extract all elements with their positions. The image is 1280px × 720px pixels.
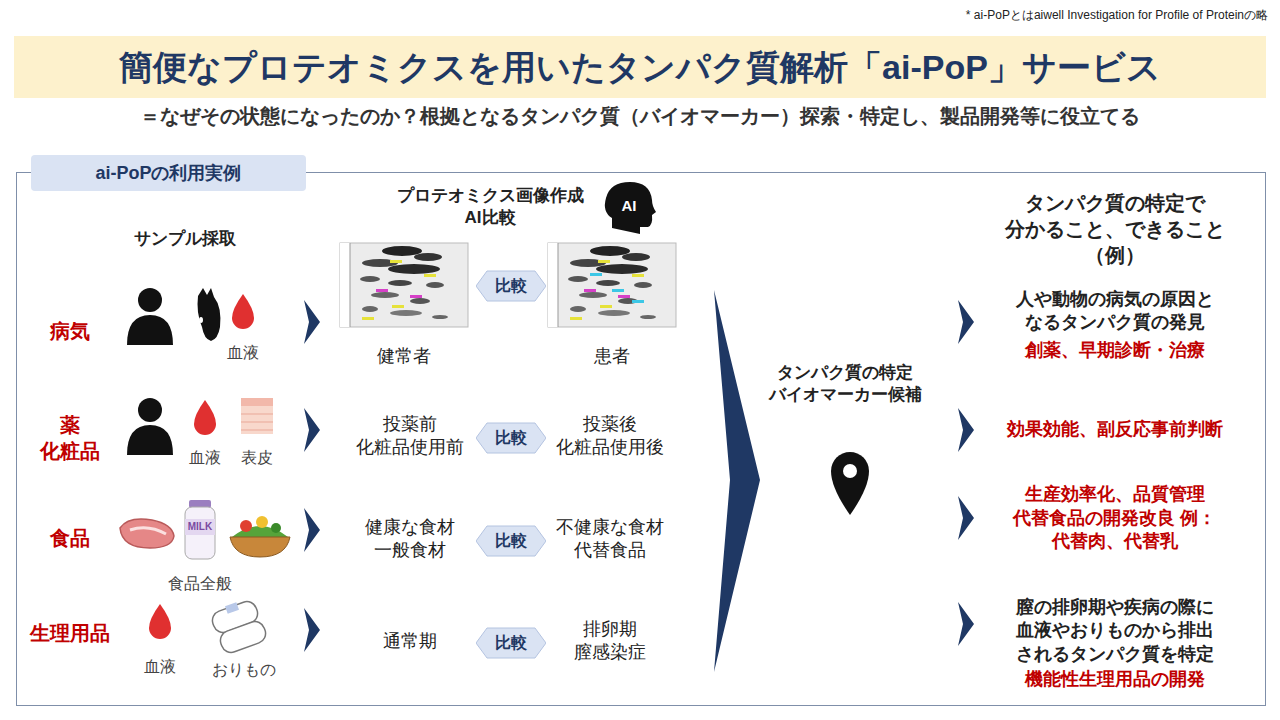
category-label: 食品 xyxy=(30,525,110,551)
outcome-text: 膣の排卵期や疾病の際に 血液やおりものから排出 されるタンパク質を特定 xyxy=(1000,596,1230,666)
outcome-text: 人や動物の病気の原因と なるタンパク質の発見 xyxy=(995,288,1235,335)
compare-badge: 比較 xyxy=(476,525,546,557)
outcome-text: 効果効能、副反応事前判断 xyxy=(975,418,1255,441)
outcome-text: 代替食品の開発改良 例：代替肉、代替乳 xyxy=(995,507,1235,554)
icon-caption: 食品全般 xyxy=(155,574,245,595)
subtitle: ＝なぜその状態になったのか？根拠となるタンパク質（バイオマーカー）探索・特定し、… xyxy=(15,103,1265,129)
category-label: 病気 xyxy=(30,318,110,344)
comparison-label: 不健康な食材 代替食品 xyxy=(545,516,675,563)
comparison-label: 健常者 xyxy=(344,345,464,368)
comparison-label: 投薬前 化粧品使用前 xyxy=(345,413,475,460)
compare-badge: 比較 xyxy=(476,627,546,659)
panel-tab: ai-PoPの利用実例 xyxy=(31,155,306,191)
column-heading: サンプル採取 xyxy=(105,228,265,250)
double-arrow-outline xyxy=(476,271,546,301)
package-text: MILK xyxy=(182,520,218,533)
double-arrow-outline xyxy=(476,628,546,658)
double-arrow-outline xyxy=(476,526,546,556)
category-label: 生理用品 xyxy=(25,620,115,646)
comparison-label: 健康な食材 一般食材 xyxy=(350,516,470,563)
icon-caption: 表皮 xyxy=(232,448,282,469)
footnote: * ai-PoPとはaiwell Investigation for Profi… xyxy=(966,8,1268,24)
outcome-text: 創薬、早期診断・治療 xyxy=(975,339,1255,362)
example-panel: ai-PoPの利用実例比較比較比較比較 xyxy=(16,172,1266,706)
comparison-label: 通常期 xyxy=(360,630,460,653)
icon-text: AI xyxy=(614,196,644,216)
badge-text: 比較 xyxy=(476,525,546,557)
badge-text: 比較 xyxy=(476,270,546,302)
column-heading: プロテオミクス画像作成 AI比較 xyxy=(380,185,600,229)
icon-caption: おりもの xyxy=(204,660,284,681)
compare-badge: 比較 xyxy=(476,422,546,454)
compare-badge: 比較 xyxy=(476,270,546,302)
column-heading: タンパク質の特定で 分かること、できること （例） xyxy=(990,190,1240,268)
page-title: 簡便なプロテオミクスを用いたタンパク質解析「ai-PoP」サービス xyxy=(0,44,1280,90)
icon-caption: 血液 xyxy=(135,657,185,678)
icon-caption: 血液 xyxy=(180,448,230,469)
category-label: 薬 化粧品 xyxy=(35,412,105,464)
outcome-text: 生産効率化、品質管理 xyxy=(975,483,1255,506)
icon-caption: 血液 xyxy=(218,343,268,364)
comparison-label: 投薬後 化粧品使用後 xyxy=(545,413,675,460)
badge-text: 比較 xyxy=(476,422,546,454)
double-arrow-outline xyxy=(476,423,546,453)
result-label: タンパク質の特定 バイオマーカー候補 xyxy=(760,362,930,406)
comparison-label: 患者 xyxy=(552,345,672,368)
comparison-label: 排卵期 膣感染症 xyxy=(560,618,660,665)
outcome-text: 機能性生理用品の開発 xyxy=(975,668,1255,691)
badge-text: 比較 xyxy=(476,627,546,659)
